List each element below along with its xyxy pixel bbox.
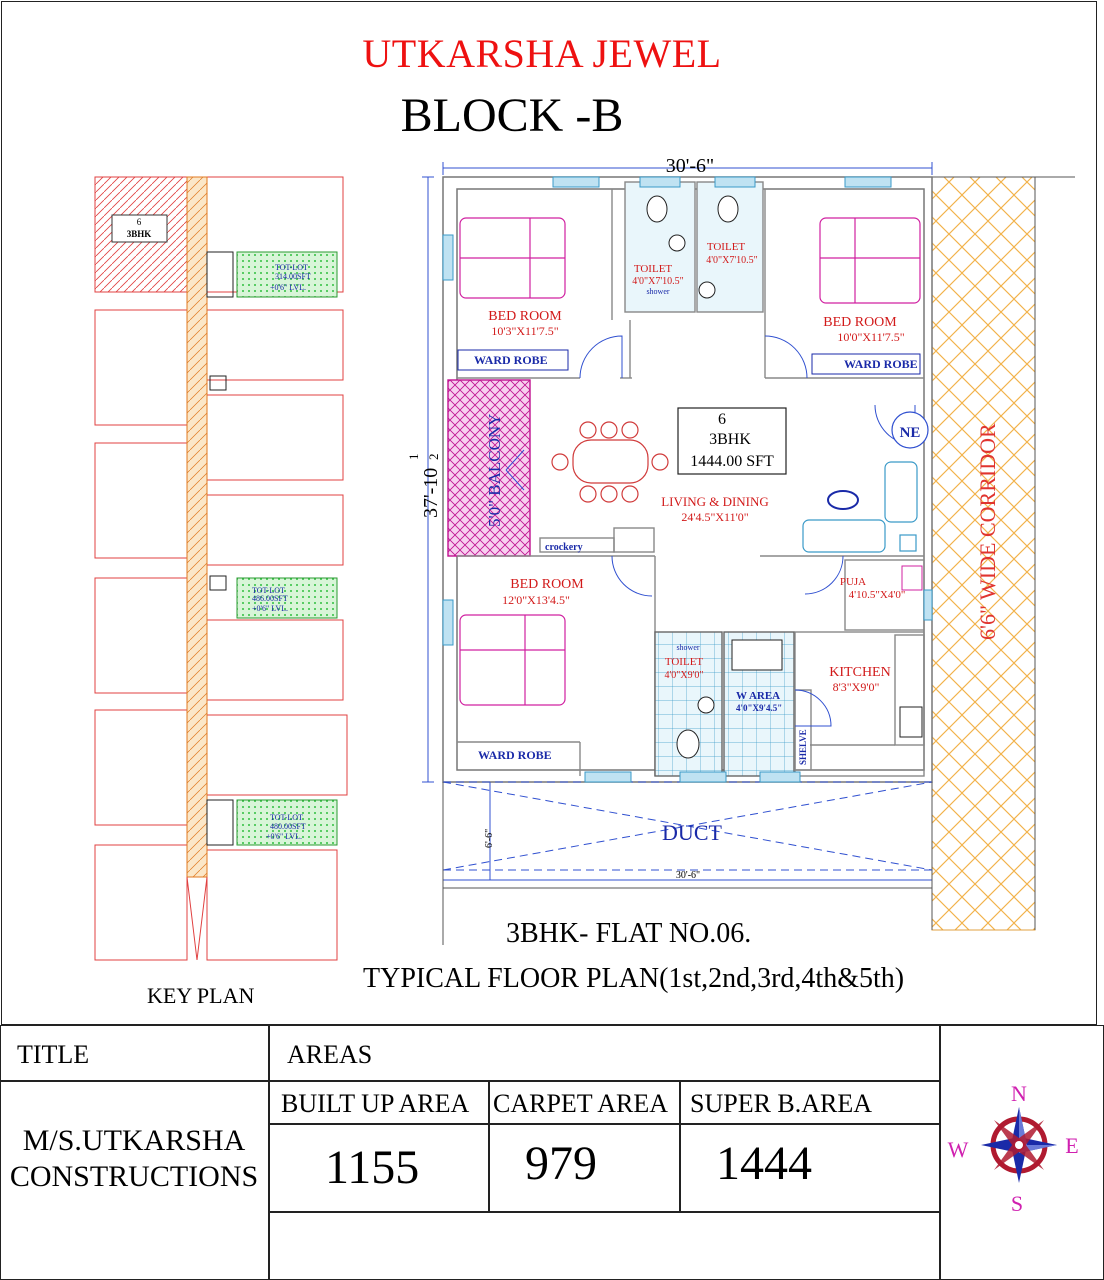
toilet-3-size: 4'0"X9'0" [665, 670, 704, 681]
bedroom-1-name: BED ROOM [488, 309, 562, 324]
kitchen-name: KITCHEN [829, 665, 890, 680]
bedroom-1-size: 10'3"X11'7.5" [491, 324, 558, 338]
totlot-1-level: +0'6" LVL. [270, 283, 306, 292]
super-value-cell: 1444 [679, 1123, 941, 1213]
company-cell: M/S.UTKARSHA CONSTRUCTIONS [0, 1080, 270, 1280]
keyplan-flat-no: 6 [137, 217, 142, 227]
duct-width: 30'-6" [676, 870, 700, 881]
compass-s: S [1011, 1191, 1023, 1216]
super-label: SUPER B.AREA [690, 1089, 873, 1118]
compass-e: E [1065, 1133, 1078, 1158]
block-title: BLOCK -B [400, 89, 624, 142]
built-up-header: BUILT UP AREA [268, 1080, 490, 1125]
carpet-label: CARPET AREA [493, 1089, 669, 1118]
w-area-size: 4'0"X9'4.5" [736, 703, 782, 713]
built-up-value-cell: 1155 [268, 1123, 490, 1213]
wardrobe-2: WARD ROBE [844, 357, 918, 371]
super-value: 1444 [716, 1137, 812, 1190]
areas-label: AREAS [287, 1040, 373, 1069]
bedroom-3-name: BED ROOM [510, 577, 584, 592]
built-up-label: BUILT UP AREA [281, 1089, 470, 1118]
toilet-1-size: 4'0"X7'10.5" [632, 276, 684, 287]
built-up-value: 1155 [325, 1141, 420, 1194]
project-title: UTKARSHA JEWEL [362, 31, 722, 76]
company-line-2: CONSTRUCTIONS [9, 1160, 259, 1193]
bedroom-2-name: BED ROOM [823, 315, 897, 330]
flat-caption: 3BHK- FLAT NO.06. [506, 918, 752, 949]
toilet-2-size: 4'0"X7'10.5" [706, 255, 758, 266]
title-label: TITLE [17, 1040, 90, 1069]
height-frac-den: 2 [426, 454, 441, 461]
balcony-label: 5'0" BALCONY [485, 414, 504, 527]
empty-row [268, 1211, 941, 1280]
carpet-header: CARPET AREA [488, 1080, 681, 1125]
bedroom-3-size: 12'0"X13'4.5" [502, 593, 570, 607]
duct-label: DUCT [662, 820, 722, 845]
shelve-label: SHELVE [798, 729, 808, 765]
flat-box-no: 6 [718, 411, 726, 428]
kitchen-size: 8'3"X9'0" [833, 680, 880, 694]
carpet-value: 979 [525, 1137, 597, 1190]
corridor-label: 6'6" WIDE CORRIDOR [975, 423, 1000, 640]
totlot-1-label: TOT-LOT [275, 263, 308, 272]
height-frac-num: 1 [406, 454, 421, 461]
compass-w: W [948, 1137, 969, 1162]
corridor-area [931, 176, 1036, 931]
toilet-3-name: TOILET [665, 656, 704, 668]
toilet-2-name: TOILET [707, 241, 746, 253]
compass-rose-icon: N S E W [948, 1081, 1079, 1216]
toilet-3-extra: shower [676, 643, 699, 652]
plan-caption: TYPICAL FLOOR PLAN(1st,2nd,3rd,4th&5th) [363, 963, 905, 994]
key-plan-label: KEY PLAN [147, 983, 255, 1008]
toilet-1-extra: shower [646, 287, 669, 296]
totlot-2-level: +0'6" LVL. [252, 604, 288, 613]
flat-box-type: 3BHK [709, 431, 751, 448]
living-name: LIVING & DINING [661, 494, 769, 509]
crockery-label: crockery [545, 542, 583, 553]
areas-cell: AREAS [268, 1025, 941, 1082]
area-table: TITLE AREAS M/S.UTKARSHA CONSTRUCTIONS B… [0, 1025, 1104, 1280]
key-plan [94, 176, 348, 961]
totlot-3-label: TOT-LOT [270, 813, 303, 822]
totlot-2-area: 486.00SFT [252, 594, 288, 603]
drawing-frame [1, 1, 1097, 1025]
ne-label: NE [900, 425, 921, 441]
title-cell: TITLE [0, 1025, 270, 1082]
super-header: SUPER B.AREA [679, 1080, 941, 1125]
totlot-2-label: TOT-LOT [252, 586, 285, 595]
keyplan-flat-type: 3BHK [127, 229, 152, 239]
totlot-3-level: +0'6" LVL. [266, 832, 302, 841]
carpet-value-cell: 979 [488, 1123, 681, 1213]
totlot-1-area: 314.00SFT [275, 272, 311, 281]
company-line-1: M/S.UTKARSHA [22, 1124, 246, 1157]
wardrobe-1: WARD ROBE [474, 353, 548, 367]
toilet-1-name: TOILET [634, 263, 673, 275]
duct-depth: 6'-6" [484, 829, 495, 848]
compass-n: N [1011, 1081, 1027, 1106]
w-area-name: W AREA [736, 690, 780, 702]
width-dimension: 30'-6" [666, 155, 714, 177]
wardrobe-3: WARD ROBE [478, 748, 552, 762]
puja-name: PUJA [840, 576, 866, 588]
living-size: 24'4.5"X11'0" [681, 510, 748, 524]
puja-size: 4'10.5"X4'0" [849, 589, 906, 601]
totlot-3-area: 480.00SFT [270, 822, 306, 831]
height-dimension: 37'-10 [420, 468, 442, 518]
bedroom-2-size: 10'0"X11'7.5" [837, 330, 904, 344]
flat-box-area: 1444.00 SFT [690, 453, 774, 470]
